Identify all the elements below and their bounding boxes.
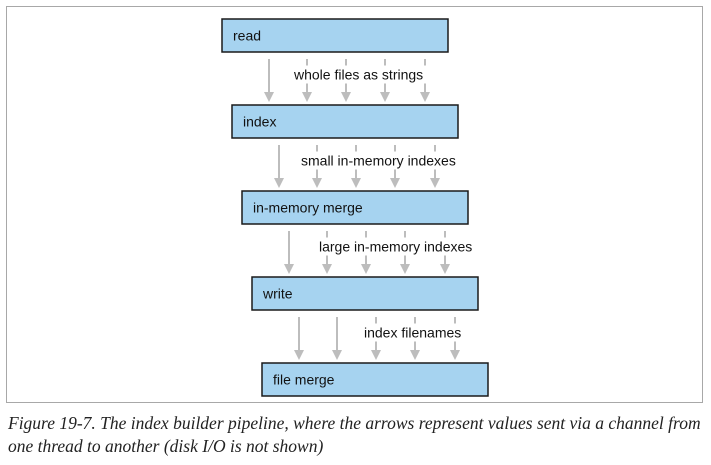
stage-box-file-merge (261, 362, 489, 397)
stage-file-merge: file merge (261, 362, 489, 397)
stage-box-read (221, 18, 449, 53)
stage-label-file-merge: file merge (273, 372, 335, 388)
channel-arrow (284, 231, 294, 274)
stage-box-in-memory-merge (241, 190, 469, 225)
channel-arrow (332, 317, 342, 360)
channel-label-read-to-index: whole files as strings (290, 65, 427, 84)
pipeline-diagram: whole files as strings small in-memory in… (221, 18, 489, 397)
channel-label-in-memory-merge-to-write: large in-memory indexes (316, 237, 476, 256)
channel-label-text: index filenames (364, 325, 461, 341)
stage-label-write: write (262, 286, 293, 302)
channel-label-text: small in-memory indexes (301, 153, 456, 169)
channel-arrow (274, 145, 284, 188)
stage-label-in-memory-merge: in-memory merge (253, 200, 363, 216)
channel-label-write-to-file-merge: index filenames (361, 323, 465, 342)
channel-arrow (294, 317, 304, 360)
stage-label-index: index (243, 114, 276, 130)
stage-box-write (251, 276, 479, 311)
stage-index: index (231, 104, 459, 139)
diagram-frame (6, 6, 703, 403)
figure-caption: Figure 19-7. The index builder pipeline,… (8, 413, 701, 456)
channel-label-index-to-in-memory-merge: small in-memory indexes (298, 151, 459, 170)
channel-label-text: large in-memory indexes (319, 239, 472, 255)
channel-labels-layer: whole files as strings small in-memory in… (290, 65, 476, 342)
stage-write: write (251, 276, 479, 311)
stage-box-index (231, 104, 459, 139)
stage-in-memory-merge: in-memory merge (241, 190, 469, 225)
channel-label-text: whole files as strings (293, 67, 423, 83)
stage-label-read: read (233, 28, 261, 44)
stage-read: read (221, 18, 449, 53)
stages-layer: read index in-memory merge write file merge (221, 18, 489, 397)
channel-arrow (264, 59, 274, 102)
channel-in-memory-merge-to-write (284, 231, 450, 274)
